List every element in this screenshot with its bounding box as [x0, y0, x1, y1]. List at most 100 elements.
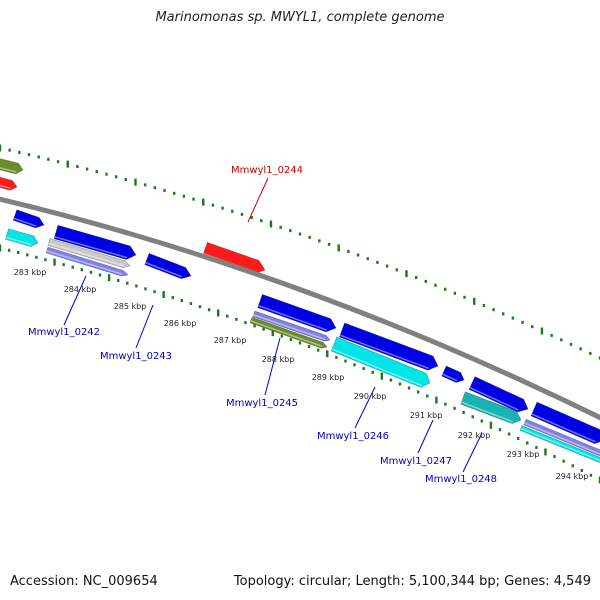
- minor-dot: [385, 264, 389, 268]
- minor-dot: [207, 308, 211, 312]
- minor-dot: [135, 284, 138, 288]
- minor-dot: [144, 287, 147, 291]
- minor-dot: [362, 367, 365, 371]
- inner-dotted-ring: [0, 244, 600, 484]
- feature-blue-a: [12, 209, 45, 229]
- minor-dot: [153, 290, 156, 294]
- feature-0246-blue: [338, 322, 439, 371]
- feature-0247: [441, 365, 465, 383]
- minor-dot: [289, 229, 292, 233]
- minor-dot: [80, 268, 84, 272]
- minor-dot: [316, 348, 320, 352]
- minor-dot: [262, 327, 265, 331]
- outer-dotted-ring: [0, 144, 600, 360]
- minor-dot: [571, 464, 574, 468]
- minor-dot: [569, 342, 573, 346]
- gene-label: Mmwyl1_0246: [317, 431, 389, 442]
- minor-dot: [366, 257, 369, 261]
- feature-0243-highlight: [145, 262, 183, 278]
- feature-0245-lavender-highlight: [253, 314, 326, 341]
- feature-0248-teal-highlight: [461, 401, 514, 423]
- minor-dot: [492, 308, 495, 312]
- minor-dot: [76, 165, 79, 169]
- minor-dot: [443, 287, 447, 291]
- feature-0245-olive-highlight: [250, 320, 323, 347]
- minor-dot: [395, 268, 398, 272]
- minor-dot: [289, 338, 293, 342]
- minor-dot: [221, 206, 224, 210]
- minor-dot: [560, 338, 563, 342]
- feature-0246-blue-highlight: [339, 334, 429, 370]
- minor-dot: [71, 265, 74, 269]
- minor-dot: [407, 386, 411, 390]
- minor-dot: [250, 216, 253, 220]
- minor-dot: [327, 242, 331, 246]
- minor-dot: [47, 157, 50, 161]
- minor-dot: [116, 278, 120, 282]
- minor-dot: [471, 415, 474, 419]
- major-tick: [405, 270, 408, 278]
- minor-dot: [231, 209, 234, 213]
- feature-blue-end: [530, 401, 600, 444]
- feature-arrows: [0, 158, 600, 463]
- minor-dot: [453, 406, 456, 410]
- minor-dot: [124, 177, 128, 181]
- genome-title: Marinomonas sp. MWYL1, complete genome: [155, 10, 445, 25]
- minor-dot: [416, 390, 420, 394]
- feature-cyan-a-highlight: [5, 236, 32, 246]
- major-tick: [435, 396, 438, 404]
- major-tick: [472, 297, 476, 305]
- minor-dot: [414, 275, 418, 279]
- major-tick: [540, 327, 544, 335]
- minor-dot: [553, 455, 556, 459]
- feature-blue-a-highlight: [13, 217, 37, 227]
- tick-label: 293 kbp: [507, 450, 540, 459]
- minor-dot: [318, 239, 321, 243]
- feature-0242-silver-highlight: [48, 242, 125, 267]
- minor-dot: [18, 150, 21, 154]
- minor-dot: [211, 203, 215, 207]
- backbone-line: [0, 196, 600, 421]
- minor-dot: [95, 170, 98, 174]
- minor-dot: [56, 160, 60, 164]
- minor-dot: [550, 333, 553, 337]
- tick-label: 292 kbp: [458, 431, 491, 440]
- minor-dot: [105, 172, 108, 176]
- minor-dot: [371, 370, 374, 374]
- minor-dot: [35, 255, 38, 259]
- feature-lavender-end: [523, 418, 600, 457]
- minor-dot: [8, 148, 11, 152]
- minor-dot: [424, 279, 428, 283]
- minor-dot: [26, 253, 29, 257]
- minor-dot: [240, 212, 244, 216]
- feature-lavender-end-highlight: [524, 422, 600, 455]
- gene-leader-line: [63, 275, 87, 326]
- minor-dot: [298, 232, 302, 236]
- gene-leader-line: [354, 386, 376, 429]
- gene-label: Mmwyl1_0244: [231, 165, 303, 176]
- minor-dot: [579, 347, 582, 351]
- minor-dot: [335, 355, 338, 359]
- minor-dot: [444, 402, 447, 406]
- minor-dot: [85, 167, 89, 171]
- minor-dot: [62, 263, 65, 267]
- minor-dot: [7, 248, 11, 252]
- feature-0246-cyan-highlight: [331, 348, 422, 387]
- minor-dot: [298, 341, 302, 345]
- minor-dot: [502, 312, 505, 316]
- feature-0248-blue: [468, 376, 529, 413]
- minor-dot: [280, 334, 284, 338]
- minor-dot: [535, 445, 538, 449]
- minor-dot: [353, 363, 356, 367]
- minor-dot: [244, 321, 247, 325]
- feature-0242-lavender-highlight: [46, 250, 123, 275]
- minor-dot: [389, 378, 393, 382]
- feature-olive-top-highlight: [0, 167, 17, 173]
- minor-dot: [44, 258, 47, 262]
- minor-dot: [356, 253, 360, 257]
- feature-0247-highlight: [442, 373, 458, 382]
- gene-label: Mmwyl1_0245: [226, 398, 298, 409]
- minor-dot: [511, 316, 515, 320]
